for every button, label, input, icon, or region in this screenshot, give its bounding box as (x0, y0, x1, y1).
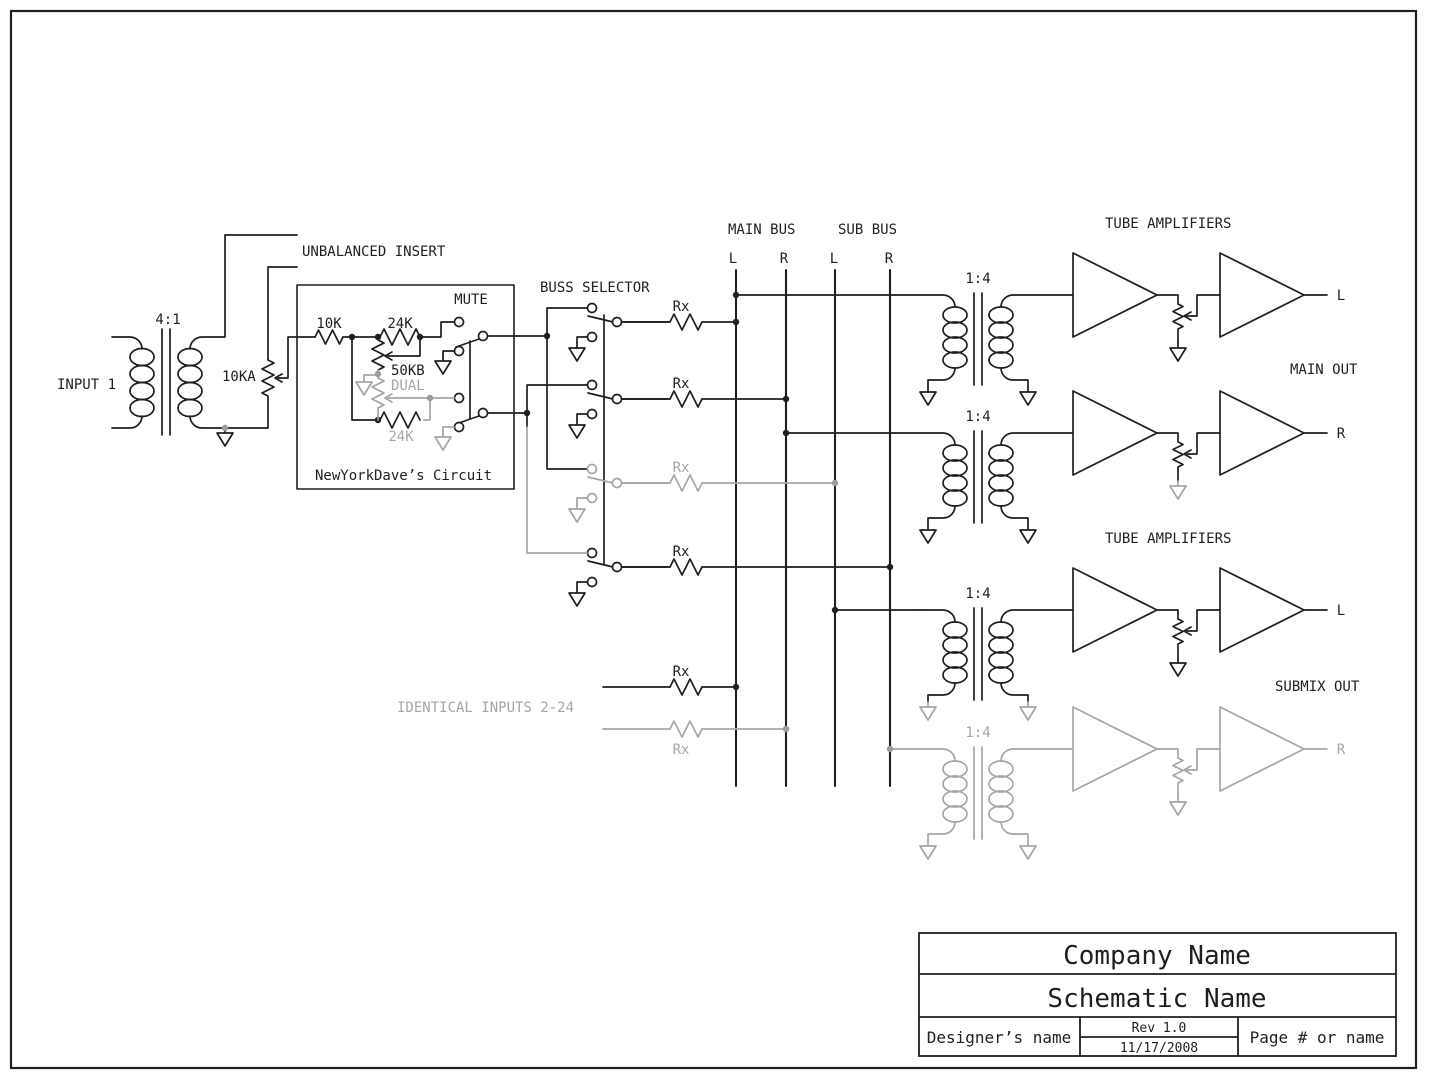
rx-row-inputs-2-24-ghost (602, 720, 787, 738)
ground-icon (1169, 796, 1187, 816)
page-border (9, 9, 1418, 1070)
output-transformer-sub-r-icon (919, 746, 1074, 842)
identical-inputs-label: IDENTICAL INPUTS 2-24 (397, 700, 574, 716)
mute-switch-upper (442, 316, 548, 357)
tube-amplifiers-label-1: TUBE AMPLIFIERS (1105, 216, 1231, 232)
tube-amp-row-main-l-icon (1072, 252, 1328, 344)
selector-feed-right-ghost (526, 426, 588, 554)
rx-row-1 (621, 313, 737, 331)
title-block (918, 932, 1397, 1057)
pot-50kb-label: 50KB (391, 363, 425, 379)
mute-label: MUTE (454, 292, 488, 308)
revision-date: 11/17/2008 (1120, 1041, 1198, 1056)
unbalanced-insert-label: UNBALANCED INSERT (302, 244, 446, 260)
tube-amp-row-sub-r-icon (1072, 706, 1328, 798)
out-sub-l-label: L (1337, 603, 1345, 619)
bus-lines (734, 268, 892, 788)
selector-feed-right (526, 384, 588, 428)
input-transformer-icon (111, 234, 298, 436)
pot-dual-label: DUAL (391, 378, 425, 394)
nyd-box-caption: NewYorkDave’s Circuit (315, 468, 492, 484)
out-main-l-label: L (1337, 288, 1345, 304)
main-bus-l-label: L (729, 251, 737, 267)
ground-icon (919, 840, 937, 860)
buss-selector-switch-main-r (569, 381, 668, 439)
mute-switch-lower (453, 392, 528, 433)
out-main-r-label: R (1337, 426, 1346, 442)
r-10k-label: 10K (316, 316, 342, 332)
input-xfmr-ratio-label: 4:1 (155, 312, 180, 328)
tube-amplifiers-label-2: TUBE AMPLIFIERS (1105, 531, 1231, 547)
rx-label-5: Rx (673, 664, 690, 680)
schematic-labels-gray: DUAL 24K Rx Rx IDENTICAL INPUTS 2-24 1:4… (388, 378, 1345, 758)
junction-dots (348, 291, 894, 691)
xfmr-ratio-label-3: 1:4 (965, 586, 990, 602)
main-out-label: MAIN OUT (1290, 362, 1358, 378)
designer-name: Designer’s name (927, 1028, 1072, 1047)
buss-selector-switch-sub-l (569, 465, 668, 523)
selector-feed-left (546, 307, 588, 470)
rx-label-4: Rx (673, 544, 690, 560)
ground-icon (1019, 701, 1037, 721)
ground-icon (1019, 840, 1037, 860)
title-block-text: Company Name Schematic Name Designer’s n… (927, 941, 1385, 1056)
sub-bus-label: SUB BUS (838, 222, 897, 238)
junction-dots-gray (221, 370, 894, 753)
revision: Rev 1.0 (1132, 1021, 1187, 1036)
buss-selector-switch-main-l (569, 304, 668, 362)
ground-icon (1169, 342, 1187, 362)
r-24k-top-label: 24K (387, 316, 413, 332)
company-name: Company Name (1063, 941, 1251, 971)
output-transformer-main-l-icon (919, 292, 1074, 388)
mute-lower-ground-wire (442, 426, 455, 433)
ground-icon (919, 386, 937, 406)
sub-bus-r-label: R (885, 251, 894, 267)
xfmr-ratio-label-1: 1:4 (965, 271, 990, 287)
tube-amp-row-sub-l-icon (1072, 567, 1328, 659)
input-fader-10ka-icon (261, 266, 316, 429)
linework-black (111, 234, 1328, 788)
pot-10ka-label: 10KA (222, 369, 256, 385)
sub-bus-l-label: L (830, 251, 838, 267)
submix-out-label: SUBMIX OUT (1275, 679, 1360, 695)
rx-row-3 (621, 474, 836, 492)
xfmr-ratio-label-4: 1:4 (965, 725, 990, 741)
nyd-circuit-gray-parts (363, 369, 455, 421)
out-sub-r-label: R (1337, 742, 1346, 758)
nyd-circuit-black-parts (314, 321, 455, 429)
ground-icon (1169, 480, 1187, 500)
ground-icon (919, 524, 937, 544)
ground-icon (434, 355, 452, 375)
main-bus-r-label: R (780, 251, 789, 267)
main-bus-label: MAIN BUS (728, 222, 795, 238)
rx-row-2 (621, 390, 787, 408)
input1-label: INPUT 1 (57, 377, 116, 393)
output-transformer-sub-l-icon (919, 607, 1074, 703)
linework-gray (221, 369, 1328, 860)
schematic-name: Schematic Name (1047, 984, 1266, 1014)
rx-label-1: Rx (673, 299, 690, 315)
r-24k-bottom-label: 24K (388, 429, 414, 445)
buss-selector-switch-sub-r (569, 549, 668, 607)
rx-row-inputs-2-24 (602, 678, 737, 696)
ground-icon (1019, 524, 1037, 544)
xfmr-ratio-label-2: 1:4 (965, 409, 990, 425)
buss-selector-label: BUSS SELECTOR (540, 280, 650, 296)
rx-label-3: Rx (673, 460, 690, 476)
tube-amp-row-main-r-icon (1072, 390, 1328, 482)
schematic-labels: UNBALANCED INSERT 4:1 INPUT 1 10KA 10K 2… (57, 216, 1360, 695)
rx-label-6: Rx (673, 742, 690, 758)
ground-icon (434, 431, 452, 451)
ground-icon (1019, 386, 1037, 406)
nyd-circuit-box (296, 284, 515, 490)
rx-row-4 (621, 558, 891, 576)
ground-icon (355, 376, 373, 396)
rx-label-2: Rx (673, 376, 690, 392)
output-transformer-main-r-icon (919, 430, 1074, 526)
ground-icon (1169, 657, 1187, 677)
ground-icon (919, 701, 937, 721)
page-number: Page # or name (1250, 1028, 1385, 1047)
